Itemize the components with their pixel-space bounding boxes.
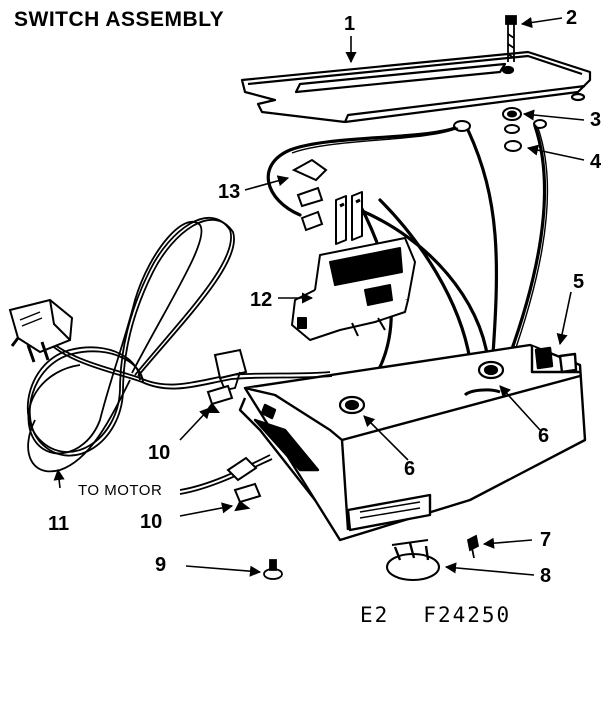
drawing-code-right: F24250: [423, 603, 512, 627]
callout-8: 8: [540, 565, 551, 587]
callout-10-upper: 10: [148, 442, 170, 464]
motor-lead: [179, 454, 273, 495]
callout-6-right: 6: [538, 425, 549, 447]
small-screw-part: [466, 534, 480, 559]
plug-part: [8, 298, 74, 363]
mounting-bracket-part: [240, 50, 592, 124]
switch-part: [291, 191, 416, 341]
callout-12: 12: [250, 289, 272, 311]
drawing-code-left: E2: [360, 603, 390, 627]
callout-5: 5: [573, 271, 584, 293]
grommet-parts: [338, 360, 505, 415]
callout-6-left: 6: [404, 458, 415, 480]
strain-relief-parts: [204, 384, 262, 512]
screw-part: [505, 15, 517, 62]
callout-9: 9: [155, 554, 166, 576]
callout-11: 11: [48, 513, 69, 535]
knob-part: [386, 539, 440, 581]
callout-2: 2: [566, 7, 577, 29]
callout-1: 1: [344, 13, 355, 35]
callout-7: 7: [540, 529, 551, 551]
callout-3: 3: [590, 109, 601, 131]
terminal-clip-part: [291, 158, 328, 232]
base-screw-part: [263, 559, 283, 580]
to-motor-label: TO MOTOR: [78, 482, 162, 499]
drawing-code: E2 F24250: [360, 603, 511, 627]
callout-leaders: [53, 16, 585, 577]
diagram-title: SWITCH ASSEMBLY: [14, 8, 225, 31]
callout-10-lower: 10: [140, 511, 162, 533]
callout-labels: 1 2 3 4 5 6 6 7 8 9 10 10 11 12 13 TO MO…: [48, 7, 602, 587]
callout-4: 4: [590, 151, 602, 173]
callout-13: 13: [218, 181, 240, 203]
nut-washer-part: [453, 107, 547, 152]
